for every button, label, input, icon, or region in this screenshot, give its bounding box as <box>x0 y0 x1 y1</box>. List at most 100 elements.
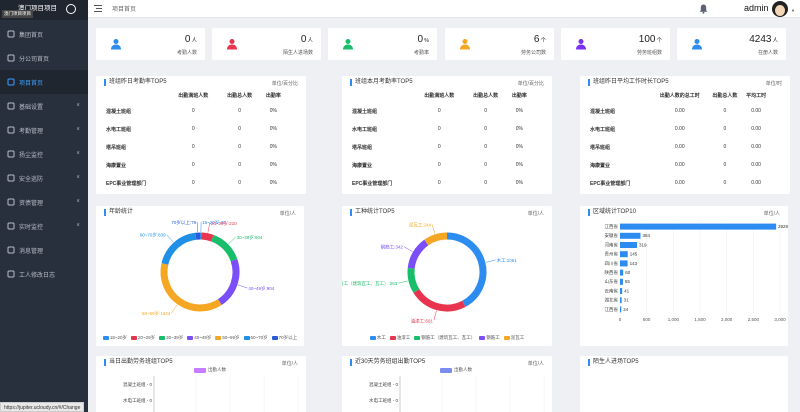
breadcrumb[interactable]: 项目首页 <box>112 7 137 13</box>
sidebar-item-0[interactable]: 集团首页 <box>0 22 88 46</box>
table-cell: 水电工班组 <box>590 126 616 133</box>
donut-slice[interactable] <box>407 267 420 293</box>
menu-toggle-icon[interactable] <box>94 5 102 12</box>
chevron-down-icon: ∨ <box>76 150 80 156</box>
bar[interactable] <box>620 297 622 304</box>
donut-slice[interactable] <box>407 239 429 269</box>
bar[interactable] <box>620 260 628 267</box>
legend-item[interactable]: 钢筋工（建筑瓦工、瓦工） <box>414 335 475 341</box>
sidebar-item-9[interactable]: 消息管理 <box>0 238 88 262</box>
slice-leader-line <box>398 280 409 284</box>
stat-card: 0%考勤率 <box>328 28 437 60</box>
table-cell: 0 <box>238 126 242 132</box>
table-cell: 0% <box>515 144 523 150</box>
bell-icon[interactable] <box>699 4 708 14</box>
bar[interactable] <box>620 232 641 239</box>
table-cell: 0 <box>238 108 242 114</box>
bar[interactable] <box>620 269 624 276</box>
avatar[interactable] <box>772 1 788 17</box>
table-cell: 0% <box>269 108 277 114</box>
bar-value-label: 24 <box>623 307 629 312</box>
legend-item[interactable]: 油漆工 <box>389 335 410 341</box>
donut-slice[interactable] <box>446 232 487 307</box>
table-cell: 0 <box>238 144 242 150</box>
legend-item[interactable]: 泥瓦工 <box>503 335 525 341</box>
bar-value-label: 143 <box>630 261 638 266</box>
chart-unit: 单位/人 <box>281 361 298 367</box>
chart-panel: 工种统计TOP5单位/人木工:1061油漆工:601钢筋工（建筑瓦工、瓦工）:2… <box>342 206 552 346</box>
slice-label: 60~70岁:839 <box>140 232 166 239</box>
donut-slice[interactable] <box>413 288 466 312</box>
donut-slice[interactable] <box>211 234 238 262</box>
legend-label: 泥瓦工 <box>510 335 525 340</box>
donut-slice[interactable] <box>201 232 214 242</box>
legend-item[interactable]: 60~70岁 <box>243 335 268 341</box>
bar[interactable] <box>620 223 777 230</box>
stat-label: 在册人数 <box>757 50 778 56</box>
user-icon <box>6 126 15 135</box>
legend-swatch <box>479 336 486 340</box>
donut-slice[interactable] <box>217 259 240 306</box>
user-icon <box>226 38 238 50</box>
user-name[interactable]: admin <box>744 3 769 13</box>
donut-slice[interactable] <box>161 232 197 265</box>
table-header-cell: 出勤总人数 <box>712 93 738 99</box>
y-tick-label: 云南省 <box>605 287 619 294</box>
table-cell: 0.00 <box>674 162 685 168</box>
sidebar-item-4[interactable]: 考勤管理∨ <box>0 118 88 142</box>
x-tick-label: 1,000 <box>668 317 680 322</box>
sidebar-item-10[interactable]: 工人修改日志 <box>0 262 88 286</box>
legend-swatch <box>271 336 278 340</box>
table-cell: 塔吊班组 <box>106 144 127 151</box>
chart-legend[interactable]: 出勤人数 <box>194 367 226 373</box>
stat-unit: 个 <box>540 38 546 44</box>
table-cell: 塔吊班组 <box>352 144 373 151</box>
y-tick-label: 贵州省 <box>605 251 619 258</box>
donut-slice[interactable] <box>160 263 222 312</box>
sidebar-item-7[interactable]: 资债管理∨ <box>0 190 88 214</box>
y-tick-label: 湖北省 <box>605 297 619 304</box>
legend-item[interactable]: 50~59岁 <box>215 335 240 341</box>
table-cell: 0.00 <box>674 126 685 132</box>
stat-number: 0 <box>184 34 191 45</box>
sidebar-item-8[interactable]: 实时监控∨ <box>0 214 88 238</box>
sidebar-item-5[interactable]: 扬尘监控∨ <box>0 142 88 166</box>
sidebar-item-6[interactable]: 安全巡防∨ <box>0 166 88 190</box>
legend-item[interactable]: 20~29岁 <box>130 335 155 341</box>
legend-item[interactable]: 18~20岁 <box>102 335 127 341</box>
legend-item[interactable]: 木工 <box>369 335 386 341</box>
donut-slice[interactable] <box>424 232 448 246</box>
table-cell: 0.00 <box>674 144 685 150</box>
sidebar-item-1[interactable]: 分公司首页 <box>0 46 88 70</box>
app-logo-icon[interactable] <box>66 4 76 14</box>
legend-item[interactable]: 30~39岁 <box>159 335 183 341</box>
chart-title: 区域统计TOP10 <box>588 209 636 216</box>
y-tick-label: 江西省 <box>605 223 619 230</box>
bar[interactable] <box>620 251 628 258</box>
sidebar-item-3[interactable]: 基础设置∨ <box>0 94 88 118</box>
chevron-down-icon: ∨ <box>76 222 80 228</box>
bar[interactable] <box>620 288 623 294</box>
legend-item[interactable]: 70岁以上 <box>271 335 297 341</box>
legend-label: 40~49岁 <box>194 335 212 340</box>
table-cell: 0.00 <box>751 144 761 150</box>
chevron-down-icon[interactable]: ▼ <box>791 8 795 13</box>
bar[interactable] <box>620 278 623 285</box>
bar[interactable] <box>620 242 638 248</box>
panel-unit: 单位/百分比 <box>271 81 298 87</box>
chart-legend[interactable]: 出勤人数 <box>440 367 472 373</box>
legend-swatch <box>243 336 250 340</box>
sidebar-item-label: 消息管理 <box>19 248 44 255</box>
bar[interactable] <box>620 306 622 313</box>
legend-item[interactable]: 40~49岁 <box>187 335 211 341</box>
table-cell: 0 <box>723 126 727 132</box>
bar-value-label: 384 <box>642 233 650 238</box>
legend-item[interactable]: 钢筋工 <box>479 335 500 341</box>
table-cell: 混凝土班组 <box>590 108 616 115</box>
sidebar-item-2[interactable]: 项目首页 <box>0 70 88 94</box>
